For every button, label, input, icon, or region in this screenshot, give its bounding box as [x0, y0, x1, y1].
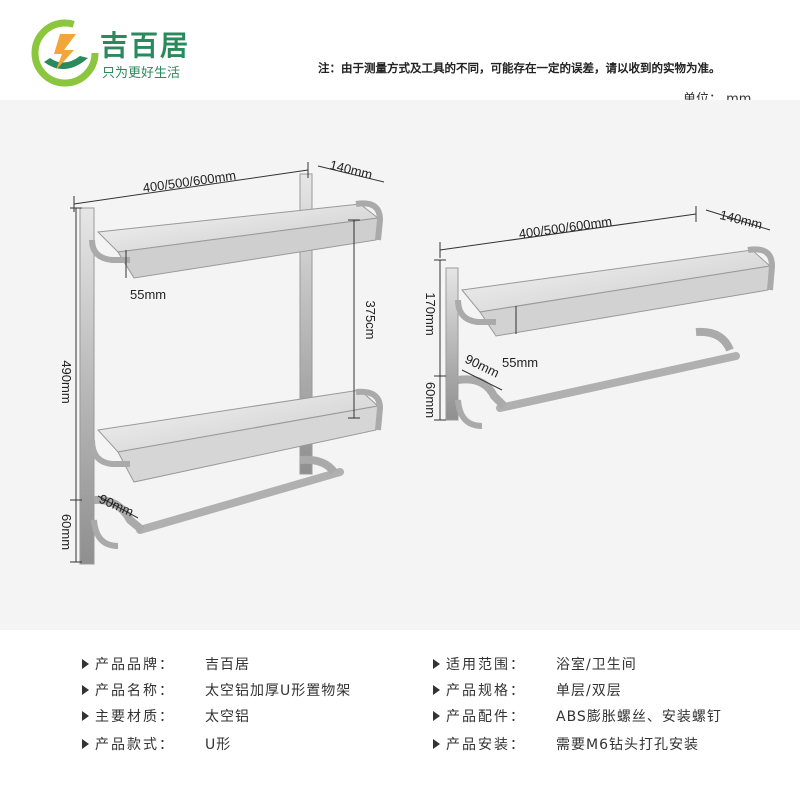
- spec-item: 产品名称：太空铝加厚U形置物架: [82, 680, 351, 700]
- right-lip-label: 55mm: [502, 355, 538, 370]
- spec-item: 产品款式：U形: [82, 734, 231, 754]
- bullet-arrow-icon: [433, 739, 440, 749]
- left-lip-label: 55mm: [130, 287, 166, 302]
- spec-item: 产品安装：需要M6钻头打孔安装: [433, 734, 699, 754]
- measurement-note: 注：由于测量方式及工具的不同，可能存在一定的误差，请以收到的实物为准。: [318, 61, 721, 75]
- single-shelf-illustration: [445, 246, 776, 429]
- right-bar-height-label: 60mm: [423, 382, 438, 418]
- left-height-label: 490mm: [59, 360, 74, 403]
- spec-item: 主要材质：太空铝: [82, 706, 250, 726]
- bullet-arrow-icon: [433, 711, 440, 721]
- right-dimension-lines: [434, 206, 771, 421]
- brand-slogan: 只为更好生活: [102, 66, 181, 81]
- bullet-arrow-icon: [82, 685, 89, 695]
- bullet-arrow-icon: [82, 739, 89, 749]
- left-bar-depth-label: 90mm: [97, 491, 136, 519]
- right-width-label: 400/500/600mm: [518, 214, 613, 242]
- left-shelf-gap-label: 375cm: [363, 300, 378, 339]
- bullet-arrow-icon: [433, 685, 440, 695]
- product-illustration-area: [0, 100, 800, 630]
- right-height-label: 170mm: [423, 292, 438, 335]
- brand-name: 吉百居: [100, 29, 191, 62]
- spec-item: 产品品牌：吉百居: [82, 654, 250, 674]
- dimension-drawing: 400/500/600mm 140mm 490mm 375cm 55mm 90m…: [59, 157, 776, 565]
- bullet-arrow-icon: [82, 659, 89, 669]
- spec-item: 产品配件：ABS膨胀螺丝、安装螺钉: [433, 706, 722, 726]
- brand-logo-icon: [31, 19, 99, 87]
- left-bar-height-label: 60mm: [59, 514, 74, 550]
- bullet-arrow-icon: [433, 659, 440, 669]
- header: 吉百居 只为更好生活 注：由于测量方式及工具的不同，可能存在一定的误差，请以收到…: [0, 0, 800, 107]
- double-shelf-illustration: [79, 173, 384, 565]
- left-dimension-lines: [70, 162, 385, 563]
- spec-item: 适用范围：浴室/卫生间: [433, 654, 637, 674]
- bullet-arrow-icon: [82, 711, 89, 721]
- right-depth-label: 140mm: [718, 207, 764, 232]
- left-width-label: 400/500/600mm: [142, 168, 237, 196]
- spec-list: 产品品牌：吉百居 适用范围：浴室/卫生间 产品名称：太空铝加厚U形置物架 产品规…: [0, 630, 800, 800]
- spec-item: 产品规格：单层/双层: [433, 680, 622, 700]
- left-depth-label: 140mm: [328, 157, 374, 182]
